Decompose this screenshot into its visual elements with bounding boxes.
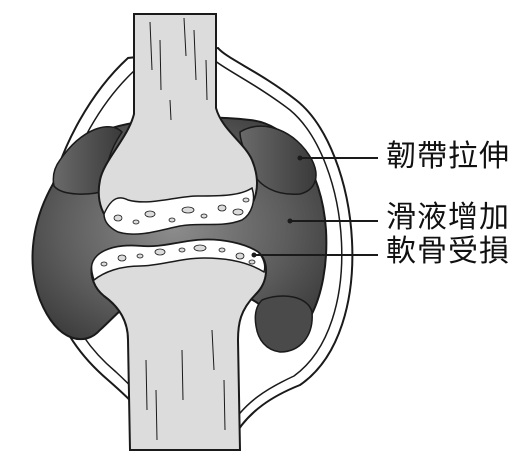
label-synovial-fluid-increase: 滑液增加 (386, 201, 510, 235)
label-cartilage-damage: 軟骨受損 (386, 235, 510, 269)
leader-dot-fluid (288, 219, 293, 224)
leader-dot-cartilage (252, 253, 257, 258)
label-ligament-stretch: 韌帶拉伸 (386, 140, 510, 174)
leader-dot-ligament (298, 156, 303, 161)
